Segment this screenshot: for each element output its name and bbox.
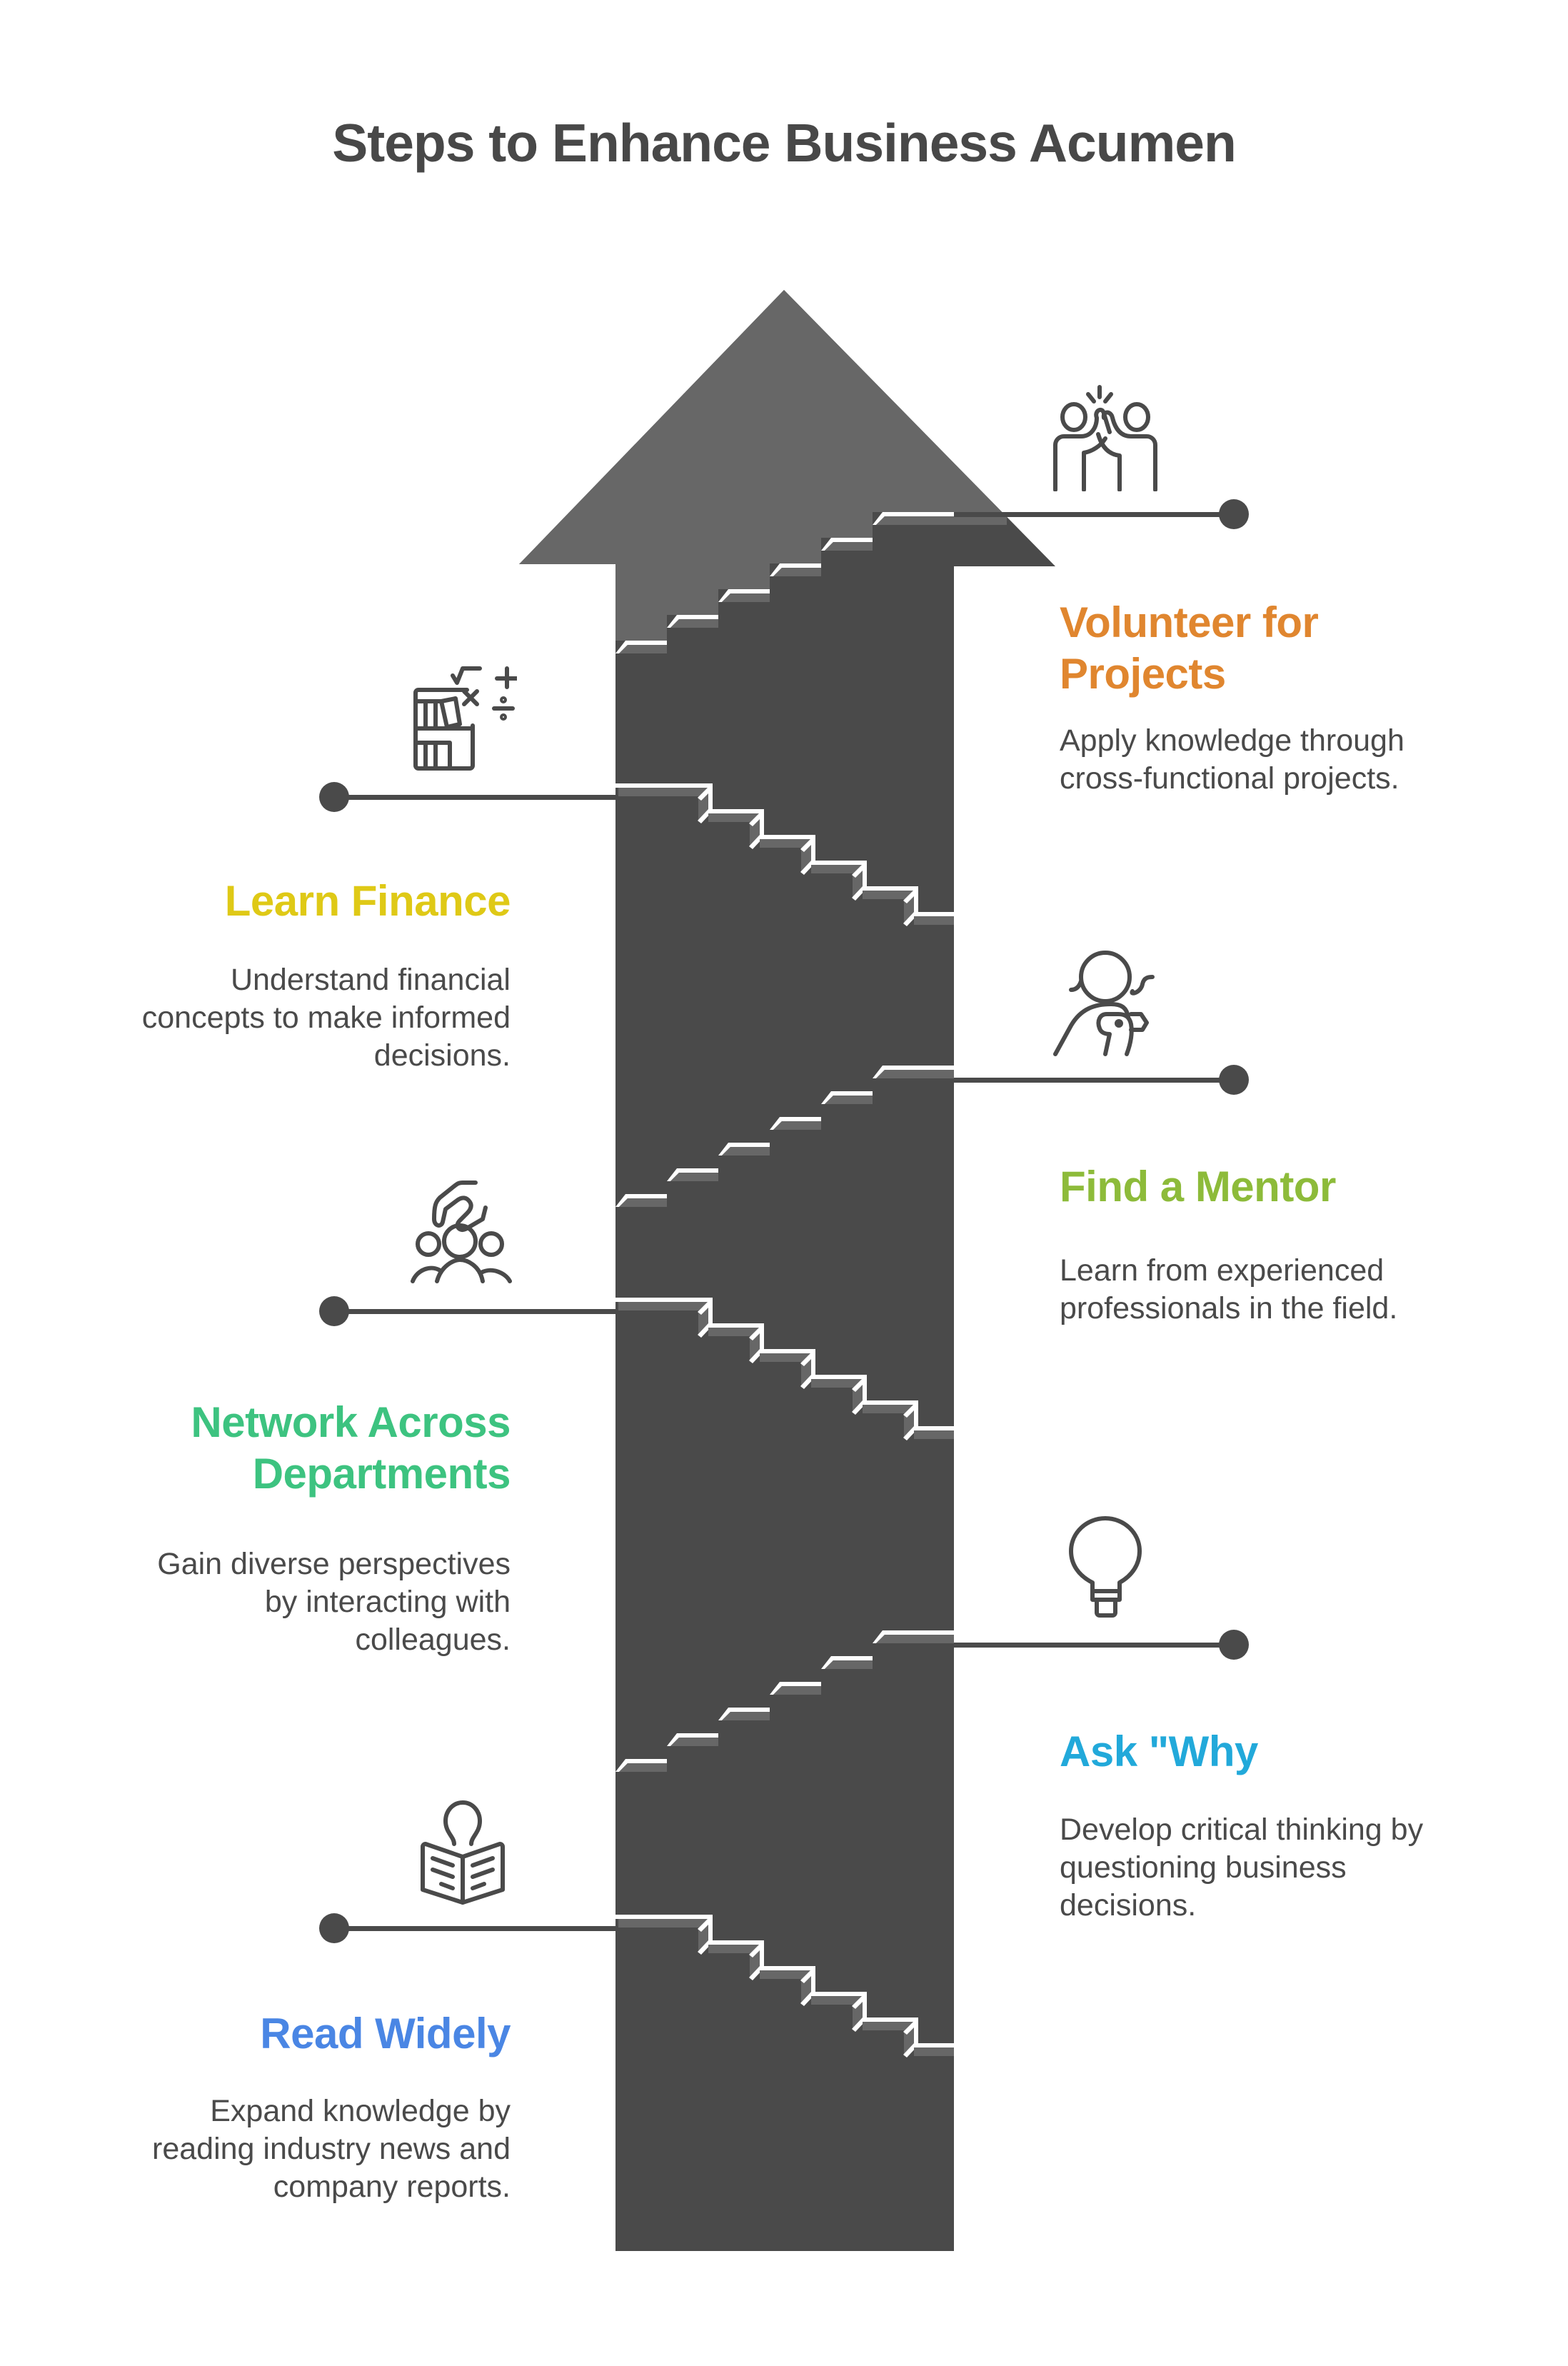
heading-line: Volunteer for bbox=[1060, 598, 1319, 646]
description-line: cross-functional projects. bbox=[1060, 761, 1399, 796]
heading-line: Find a Mentor bbox=[1060, 1163, 1336, 1210]
connector-read-widely bbox=[319, 1913, 615, 1943]
mentor-person-icon bbox=[1052, 950, 1160, 1057]
staircase-learn-finance bbox=[615, 783, 954, 926]
step-volunteer-description: Apply knowledge through cross-functional… bbox=[1060, 722, 1517, 798]
high-five-icon bbox=[1052, 384, 1160, 491]
description-line: Understand financial bbox=[230, 963, 511, 997]
heading-line: Learn Finance bbox=[224, 877, 511, 925]
step-learn-finance-description: Understand financial concepts to make in… bbox=[54, 961, 511, 1075]
connector-ask-why bbox=[954, 1630, 1249, 1660]
step-find-mentor-description: Learn from experienced professionals in … bbox=[1060, 1252, 1517, 1328]
description-line: by interacting with bbox=[264, 1585, 511, 1619]
connector-network bbox=[319, 1296, 615, 1326]
description-line: decisions. bbox=[373, 1038, 511, 1073]
page-title: Steps to Enhance Business Acumen bbox=[332, 113, 1237, 173]
lightbulb-icon bbox=[1052, 1514, 1160, 1621]
step-ask-why-description: Develop critical thinking by questioning… bbox=[1060, 1811, 1517, 1925]
connector-find-mentor bbox=[954, 1065, 1249, 1095]
description-line: reading industry news and bbox=[152, 2132, 511, 2166]
description-line: professionals in the field. bbox=[1060, 1291, 1398, 1325]
description-line: Develop critical thinking by bbox=[1060, 1813, 1424, 1847]
description-line: concepts to make informed bbox=[141, 1001, 511, 1035]
description-line: decisions. bbox=[1060, 1888, 1197, 1923]
reading-person-icon bbox=[410, 1798, 517, 1905]
network-group-hand-icon bbox=[410, 1180, 517, 1287]
finance-books-math-icon bbox=[410, 666, 517, 773]
staircase-network bbox=[615, 1298, 954, 1440]
description-line: colleagues. bbox=[355, 1623, 511, 1657]
description-line: Apply knowledge through bbox=[1060, 723, 1404, 758]
step-volunteer-heading: Volunteer for Projects bbox=[1060, 597, 1488, 700]
staircase-ask-why bbox=[615, 1630, 954, 1772]
staircase-find-mentor bbox=[615, 1066, 954, 1207]
connector-learn-finance bbox=[319, 782, 615, 812]
description-line: questioning business bbox=[1060, 1850, 1347, 1885]
step-read-widely-description: Expand knowledge by reading industry new… bbox=[54, 2092, 511, 2206]
step-network-heading: Network Across Departments bbox=[82, 1397, 511, 1500]
staircase-read-widely bbox=[615, 1915, 954, 2057]
description-line: company reports. bbox=[273, 2170, 511, 2204]
description-line: Expand knowledge by bbox=[210, 2094, 511, 2128]
step-learn-finance-heading: Learn Finance bbox=[82, 876, 511, 927]
step-network-description: Gain diverse perspectives by interacting… bbox=[54, 1545, 511, 1659]
connector-volunteer bbox=[954, 499, 1249, 529]
step-ask-why-heading: Ask "Why bbox=[1060, 1726, 1488, 1778]
description-line: Learn from experienced bbox=[1060, 1253, 1384, 1288]
step-find-mentor-heading: Find a Mentor bbox=[1060, 1161, 1488, 1213]
step-read-widely-heading: Read Widely bbox=[82, 2008, 511, 2060]
heading-line: Network Across bbox=[191, 1398, 511, 1446]
heading-line: Projects bbox=[1060, 650, 1226, 698]
description-line: Gain diverse perspectives bbox=[157, 1547, 511, 1581]
heading-line: Ask "Why bbox=[1060, 1728, 1258, 1775]
heading-line: Departments bbox=[252, 1450, 511, 1498]
heading-line: Read Widely bbox=[260, 2010, 511, 2057]
